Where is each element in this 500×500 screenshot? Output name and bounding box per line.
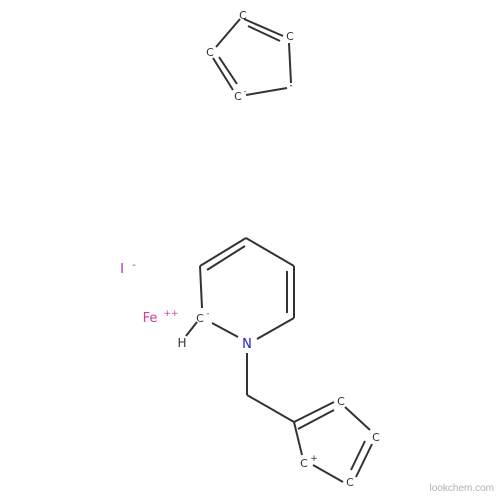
atom-carbon: C bbox=[206, 46, 214, 59]
bond bbox=[243, 18, 284, 37]
bond bbox=[199, 237, 247, 267]
atom-carbon: C bbox=[300, 457, 308, 470]
bond bbox=[288, 42, 292, 84]
bond bbox=[206, 245, 246, 271]
pyridine-ring bbox=[185, 237, 295, 340]
bond bbox=[199, 265, 203, 309]
bond bbox=[344, 406, 371, 431]
charge-minus: - bbox=[207, 309, 210, 318]
bond bbox=[212, 57, 234, 91]
charge-plus: + bbox=[310, 454, 318, 464]
cyclopentadienyl-ring-top bbox=[212, 18, 292, 96]
charge-minus: - bbox=[132, 260, 136, 271]
bond bbox=[293, 421, 303, 456]
bond bbox=[245, 237, 295, 267]
atom-carbon: C bbox=[346, 476, 354, 489]
bond bbox=[215, 18, 241, 48]
atom-carbon: C bbox=[372, 431, 380, 444]
atom-iodine: I bbox=[120, 262, 124, 277]
bond bbox=[293, 401, 335, 423]
charge-double-plus: ++ bbox=[163, 309, 178, 319]
atom-iron: Fe bbox=[143, 311, 158, 326]
atom-carbon: C bbox=[286, 30, 294, 43]
methylene-linker bbox=[246, 353, 295, 423]
bond bbox=[247, 25, 281, 42]
bond bbox=[218, 56, 238, 85]
bond bbox=[211, 322, 239, 338]
bond bbox=[312, 464, 344, 483]
atom-carbon: C bbox=[196, 312, 204, 325]
bond bbox=[350, 440, 366, 471]
atom-nitrogen: N bbox=[242, 337, 252, 352]
bond bbox=[355, 443, 373, 478]
charge-minus: - bbox=[244, 87, 247, 96]
bond bbox=[246, 394, 295, 423]
watermark: lookchem.com bbox=[430, 483, 494, 494]
atom-carbon: C bbox=[234, 90, 242, 103]
cyclopentadienyl-ring-bottom bbox=[293, 401, 373, 483]
bond bbox=[256, 317, 295, 340]
charge-marker: ˆ bbox=[289, 84, 294, 95]
atom-carbon: C bbox=[239, 9, 247, 22]
atom-carbon: C bbox=[337, 395, 345, 408]
atom-hydrogen: H bbox=[177, 336, 186, 350]
bond bbox=[185, 321, 198, 337]
bond bbox=[245, 87, 288, 96]
bond bbox=[297, 409, 335, 430]
